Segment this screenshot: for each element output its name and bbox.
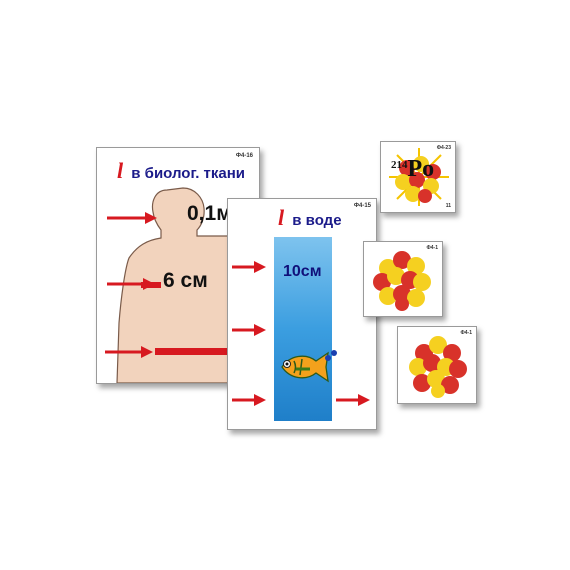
arrow-icon bbox=[232, 394, 266, 406]
l-symbol: l bbox=[117, 158, 124, 183]
arrow-icon bbox=[232, 324, 266, 336]
tissue-card-title: в биолог. ткани bbox=[131, 165, 246, 182]
bubbles-icon bbox=[325, 350, 337, 361]
arrow-icon bbox=[232, 261, 266, 273]
nucleus-card-1: Ф4-1 bbox=[363, 241, 443, 317]
bar-marker-icon bbox=[141, 282, 161, 288]
arrow-icon bbox=[336, 394, 370, 406]
fish-icon bbox=[281, 351, 329, 383]
tissue-card-code: Ф4-16 bbox=[235, 153, 253, 159]
tissue-depth-2: 6 см bbox=[163, 269, 208, 292]
water-card-title: в воде bbox=[292, 212, 342, 229]
nucleus-card-1-code: Ф4-1 bbox=[426, 245, 439, 251]
nucleus-icon bbox=[373, 251, 431, 311]
tissue-card-title-row: l в биолог. ткани bbox=[117, 158, 245, 184]
water-card-title-row: l в воде bbox=[278, 205, 342, 231]
nucleus-icon bbox=[409, 336, 467, 398]
polonium-card-page: 11 bbox=[445, 203, 451, 209]
polonium-card: Ф4-23 214Po 11 bbox=[380, 141, 456, 213]
l-symbol: l bbox=[278, 205, 285, 230]
arrow-icon bbox=[105, 346, 259, 358]
isotope-label: 214Po bbox=[391, 156, 434, 183]
polonium-card-code: Ф4-23 bbox=[436, 145, 451, 151]
water-column bbox=[274, 237, 332, 421]
water-card-code: Ф4-15 bbox=[353, 203, 371, 209]
nucleus-card-2-code: Ф4-1 bbox=[460, 330, 473, 336]
water-card: Ф4-15 l в воде 10см bbox=[227, 198, 377, 430]
nucleus-burst-icon bbox=[389, 148, 449, 206]
nucleus-card-2: Ф4-1 bbox=[397, 326, 477, 404]
water-depth: 10см bbox=[283, 263, 322, 280]
tissue-depth-1: 0,1м bbox=[187, 202, 232, 225]
mass-number: 214 bbox=[391, 159, 408, 171]
arrow-icon bbox=[107, 212, 157, 224]
element-symbol: Po bbox=[407, 156, 435, 182]
